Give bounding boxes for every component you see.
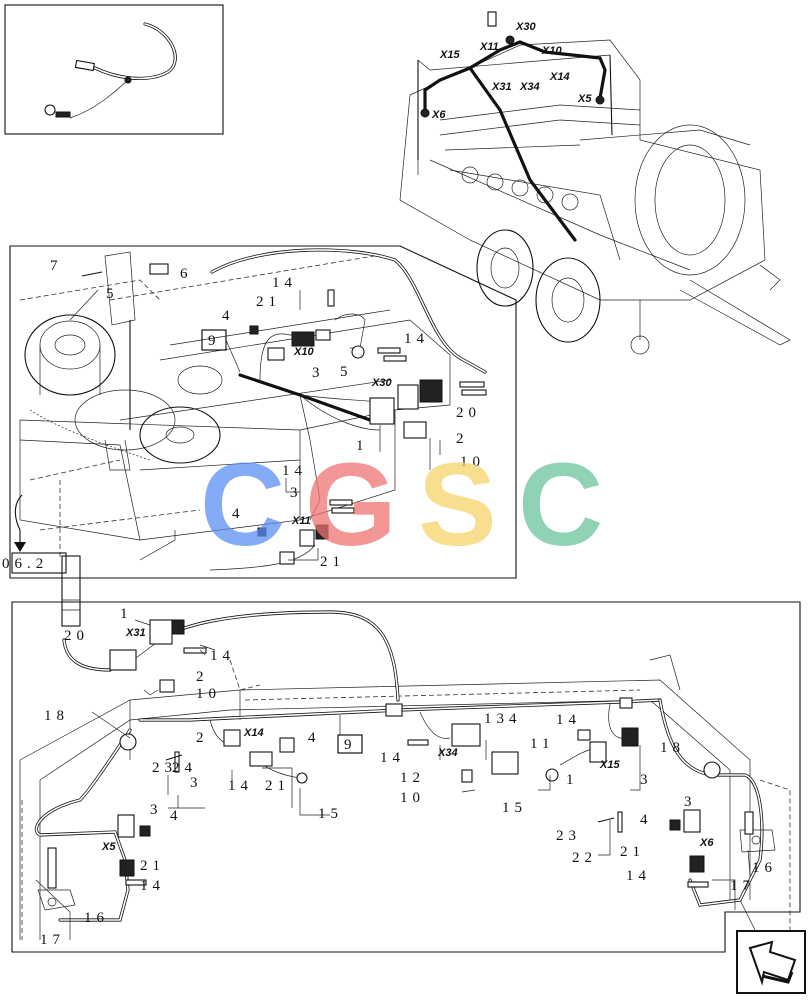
- callout-18-r: 18: [660, 740, 685, 756]
- callout-18-l: 18: [44, 708, 69, 724]
- code-x5-top: X5: [577, 93, 592, 105]
- callout-3-ll: 3: [150, 802, 163, 818]
- callout-5-top: 5: [106, 286, 119, 302]
- callout-4-rr: 4: [640, 812, 653, 828]
- callout-2-l: 2: [196, 730, 209, 746]
- callout-14-mid: 14: [404, 331, 429, 347]
- callout-21-low: 21: [320, 554, 345, 570]
- page-reference: 06.2: [2, 552, 67, 574]
- watermark-letter-1: C: [200, 439, 285, 571]
- callout-7: 7: [50, 258, 63, 274]
- callout-4-l: 4: [308, 730, 321, 746]
- callout-4-top: 4: [222, 308, 235, 324]
- code-x14-top: X14: [549, 71, 570, 83]
- code-x10-mid: X10: [293, 346, 314, 358]
- next-page-arrow-icon[interactable]: [736, 930, 806, 994]
- callout-9-b: 9: [344, 737, 357, 753]
- callout-21-l: 21: [265, 778, 290, 794]
- callout-2: 2: [456, 431, 469, 447]
- callout-20-bl: 20: [64, 628, 89, 644]
- middle-callouts: 7 6 5 14 21 4 9 3 5 14 20 1 2 10 14 3 4 …: [50, 258, 485, 570]
- code-x11-mid: X11: [291, 515, 311, 527]
- watermark-logo: C G S C: [200, 439, 603, 571]
- callout-3-low: 3: [290, 485, 303, 501]
- callout-14-c: 14: [380, 750, 405, 766]
- watermark-letter-3: S: [418, 439, 497, 571]
- watermark-letter-4: C: [518, 439, 603, 571]
- callout-9-box-b: [337, 734, 363, 754]
- callout-14-top: 14: [272, 275, 297, 291]
- code-x10-top: X10: [541, 45, 562, 57]
- callout-5-mid: 5: [340, 364, 353, 380]
- callout-21-top: 21: [256, 294, 281, 310]
- callout-21-r: 21: [620, 844, 645, 860]
- callout-12: 12: [400, 770, 425, 786]
- callout-20: 20: [456, 405, 481, 421]
- callout-21-ll: 21: [140, 858, 165, 874]
- callout-3-mid: 3: [312, 365, 325, 381]
- callout-1-bl: 1: [120, 606, 133, 622]
- callout-4-low: 4: [232, 506, 245, 522]
- baler-machine-illustration: [399, 11, 791, 355]
- callout-134: 134: [484, 711, 522, 727]
- middle-harness: [69, 248, 487, 571]
- code-x6-bot: X6: [699, 837, 714, 849]
- callout-14-bl: 14: [210, 648, 235, 664]
- code-x34-top: X34: [519, 81, 540, 93]
- bottom-callouts: 1 20 14 2 10 18 2 23 24 3 14 4 21 15 9 1…: [40, 606, 777, 948]
- bottom-detail-frame: [11, 601, 801, 953]
- callout-17-r: 17: [730, 878, 755, 894]
- callout-17-l: 17: [40, 932, 65, 948]
- callout-16-r: 16: [752, 860, 777, 876]
- code-x30-top: X30: [515, 21, 536, 33]
- code-x31-bot: X31: [125, 627, 146, 639]
- code-x14-bot: X14: [243, 727, 264, 739]
- page-ref-label: 06.2: [2, 556, 48, 572]
- callout-14-rr: 14: [626, 868, 651, 884]
- callout-22: 22: [572, 850, 597, 866]
- callout-24: 24: [172, 760, 197, 776]
- callout-1-r: 1: [566, 772, 579, 788]
- code-x30-mid: X30: [371, 377, 392, 389]
- code-x31-top: X31: [491, 81, 512, 93]
- callout-16-l: 16: [84, 910, 109, 926]
- callout-2-bl: 2: [196, 669, 209, 685]
- callout-14-ll: 14: [140, 878, 165, 894]
- callout-10: 10: [460, 454, 485, 470]
- callout-23-r: 23: [556, 828, 581, 844]
- callout-11: 11: [530, 736, 554, 752]
- top-connector-codes: X30 X11 X15 X10 X31 X34 X14 X6 X5: [431, 21, 592, 121]
- callout-3-rr: 3: [684, 794, 697, 810]
- callout-4-ll: 4: [170, 808, 183, 824]
- callout-6: 6: [180, 266, 193, 282]
- callout-23-l: 23: [152, 760, 177, 776]
- code-x15-top: X15: [439, 49, 460, 61]
- code-x34-bot: X34: [437, 747, 458, 759]
- callout-9-box: [201, 329, 227, 351]
- code-x11-top: X11: [479, 41, 499, 53]
- callout-10-c: 10: [400, 790, 425, 806]
- inset-detail-frame: [4, 4, 224, 135]
- watermark-letter-2: G: [305, 439, 397, 571]
- callout-3-r: 3: [640, 772, 653, 788]
- code-x5-bot: X5: [101, 841, 116, 853]
- callout-3-l: 3: [190, 775, 203, 791]
- callout-15-r: 15: [502, 800, 527, 816]
- callout-15-l: 15: [318, 806, 343, 822]
- callout-9: 9: [208, 333, 221, 349]
- callout-14-low: 14: [282, 463, 307, 479]
- code-x15-bot: X15: [599, 759, 620, 771]
- code-x6-top: X6: [431, 109, 446, 121]
- callout-1: 1: [356, 438, 369, 454]
- bottom-harness: [34, 610, 776, 940]
- callout-10-bl: 10: [196, 686, 221, 702]
- callout-14-r: 14: [556, 712, 581, 728]
- linking-cable: [61, 555, 112, 672]
- callout-14-x: 14: [228, 778, 253, 794]
